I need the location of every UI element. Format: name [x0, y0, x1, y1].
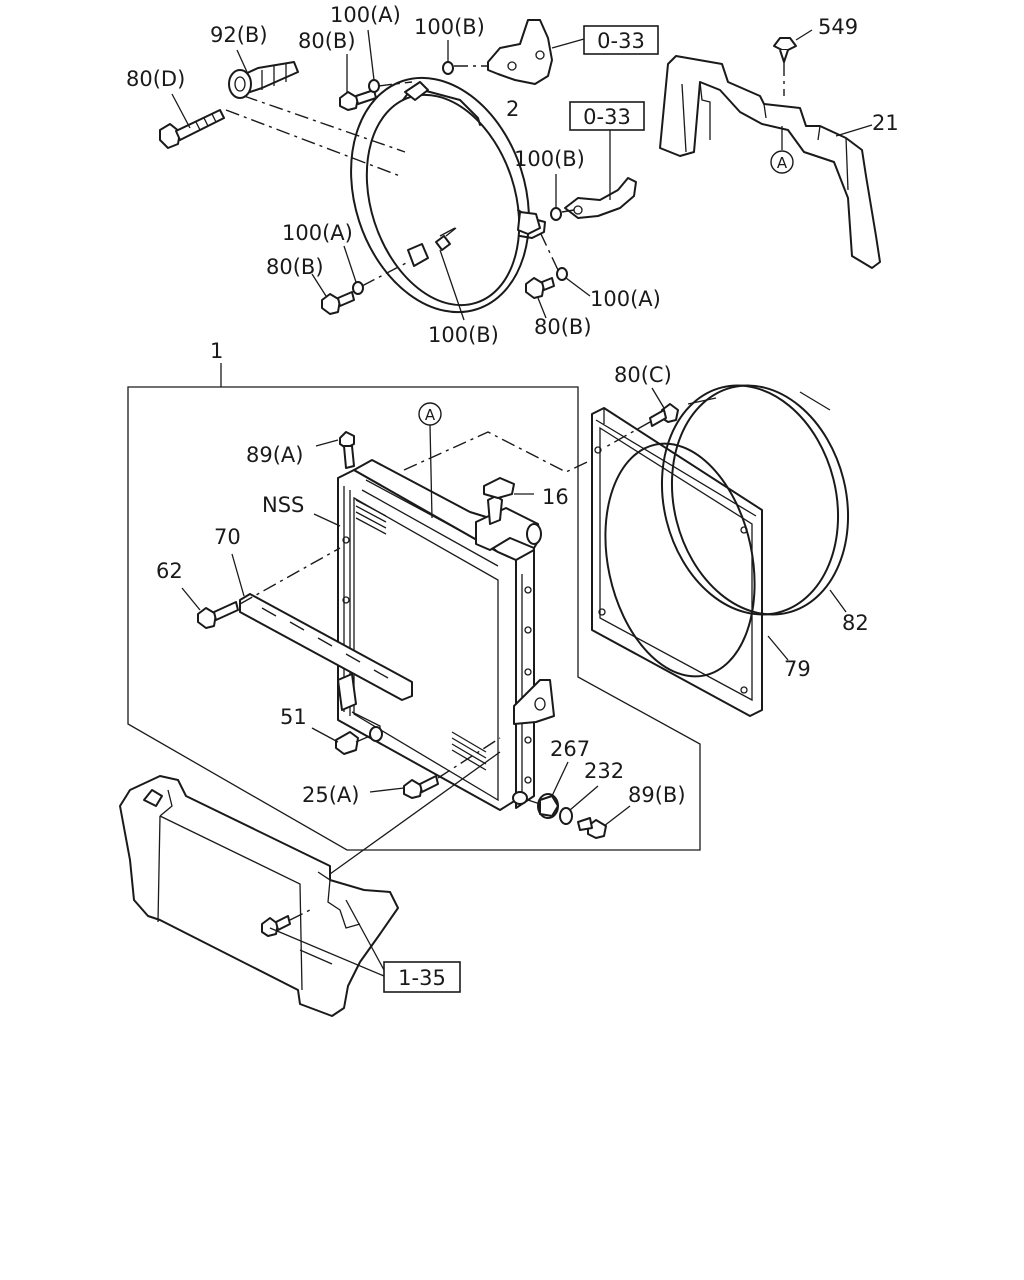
label-100a-right: 100(A): [590, 287, 661, 311]
ref-box-135[interactable]: 1-35: [383, 961, 461, 993]
centerline-intercooler: [289, 909, 311, 921]
cushion-267: [537, 761, 569, 819]
ref-135-text: 1-35: [398, 966, 446, 990]
label-16: 16: [542, 485, 569, 509]
clip-100b-mid: [550, 174, 562, 221]
label-80b-top: 80(B): [298, 29, 356, 53]
label-25a: 25(A): [302, 783, 359, 807]
label-80c: 80(C): [614, 363, 672, 387]
leader-135-a: [269, 927, 385, 977]
bolt-80b-left: [311, 273, 355, 315]
bolt-89b: [577, 805, 631, 839]
marker-a-radiator: A: [418, 402, 442, 519]
centerline-25a: [437, 737, 501, 779]
label-80d: 80(D): [126, 67, 185, 91]
centerline-100b-mid: [561, 209, 575, 213]
label-82: 82: [842, 611, 869, 635]
fan-shroud-ring: [350, 76, 546, 314]
label-92b: 92(B): [210, 23, 268, 47]
centerline-80b-right: [539, 231, 559, 271]
bolt-80c: [649, 387, 679, 427]
baffle-21: [659, 55, 881, 269]
assembly-boundary: [127, 386, 701, 851]
label-100b-bottom: 100(B): [428, 323, 499, 347]
marker-a-baffle-text: A: [777, 154, 788, 172]
label-267: 267: [550, 737, 590, 761]
marker-a-radiator-text: A: [425, 406, 436, 424]
label-549: 549: [818, 15, 858, 39]
label-79: 79: [784, 657, 811, 681]
bolt-25a: [369, 775, 439, 799]
label-89a: 89(A): [246, 443, 303, 467]
label-51: 51: [280, 705, 307, 729]
fan-ring-82: [660, 384, 850, 616]
leader-intercooler-link: [329, 751, 501, 875]
clip-549: [773, 29, 813, 63]
intercooler-bolt: [261, 915, 291, 937]
clip-100b-bottom: [435, 235, 465, 321]
centerline-80b-left: [361, 261, 409, 287]
bolt-62: [181, 587, 239, 629]
washer-100a-top: [367, 29, 380, 93]
shroud-79: [591, 407, 789, 717]
centerline-80b-top: [377, 81, 413, 87]
centerline-stay: [239, 547, 341, 605]
intercooler: [119, 775, 399, 1017]
label-70: 70: [214, 525, 241, 549]
label-100b-mid: 100(B): [514, 147, 585, 171]
stay-70: [231, 553, 413, 701]
bolt-80b-top: [339, 54, 377, 111]
bolt-51: [311, 726, 383, 755]
radiator-core: [315, 431, 555, 811]
washer-100a-right: [556, 267, 591, 297]
label-1: 1: [210, 339, 223, 363]
label-100b-top: 100(B): [414, 15, 485, 39]
centerline-radiator-shroud: [403, 431, 601, 473]
label-80b-left: 80(B): [266, 255, 324, 279]
label-89b: 89(B): [628, 783, 686, 807]
centerline-100b-bottom: [445, 227, 457, 237]
bolt-80d: [159, 93, 225, 149]
hinge-bracket-top: [487, 19, 585, 85]
bolt-80b-right: [525, 277, 555, 319]
ref-box-033-top[interactable]: 0-33: [583, 25, 659, 55]
bushing-92b: [228, 49, 299, 99]
clip-100b-top: [442, 40, 454, 75]
washer-100a-left: [343, 245, 364, 295]
label-100a-top: 100(A): [330, 3, 401, 27]
ref-box-033-mid[interactable]: 0-33: [569, 101, 645, 131]
label-80b-right: 80(B): [534, 315, 592, 339]
ref-033-top-text: 0-33: [597, 29, 645, 53]
centerline-80c: [603, 421, 651, 449]
label-232: 232: [584, 759, 624, 783]
centerline-92b: [243, 95, 406, 153]
label-nss: NSS: [262, 493, 304, 517]
marker-a-baffle: A: [770, 126, 794, 174]
label-62: 62: [156, 559, 183, 583]
leader-nss: [313, 513, 341, 527]
label-21: 21: [872, 111, 899, 135]
ref-033-mid-text: 0-33: [583, 105, 631, 129]
centerline-80d: [225, 109, 401, 177]
hinge-bracket-mid: [564, 130, 637, 219]
centerline-89b: [527, 799, 541, 805]
leader-135-b: [345, 899, 385, 971]
washer-232: [559, 785, 599, 825]
label-2: 2: [506, 97, 519, 121]
label-100a-left: 100(A): [282, 221, 353, 245]
radiator-cap-16: [483, 477, 515, 499]
